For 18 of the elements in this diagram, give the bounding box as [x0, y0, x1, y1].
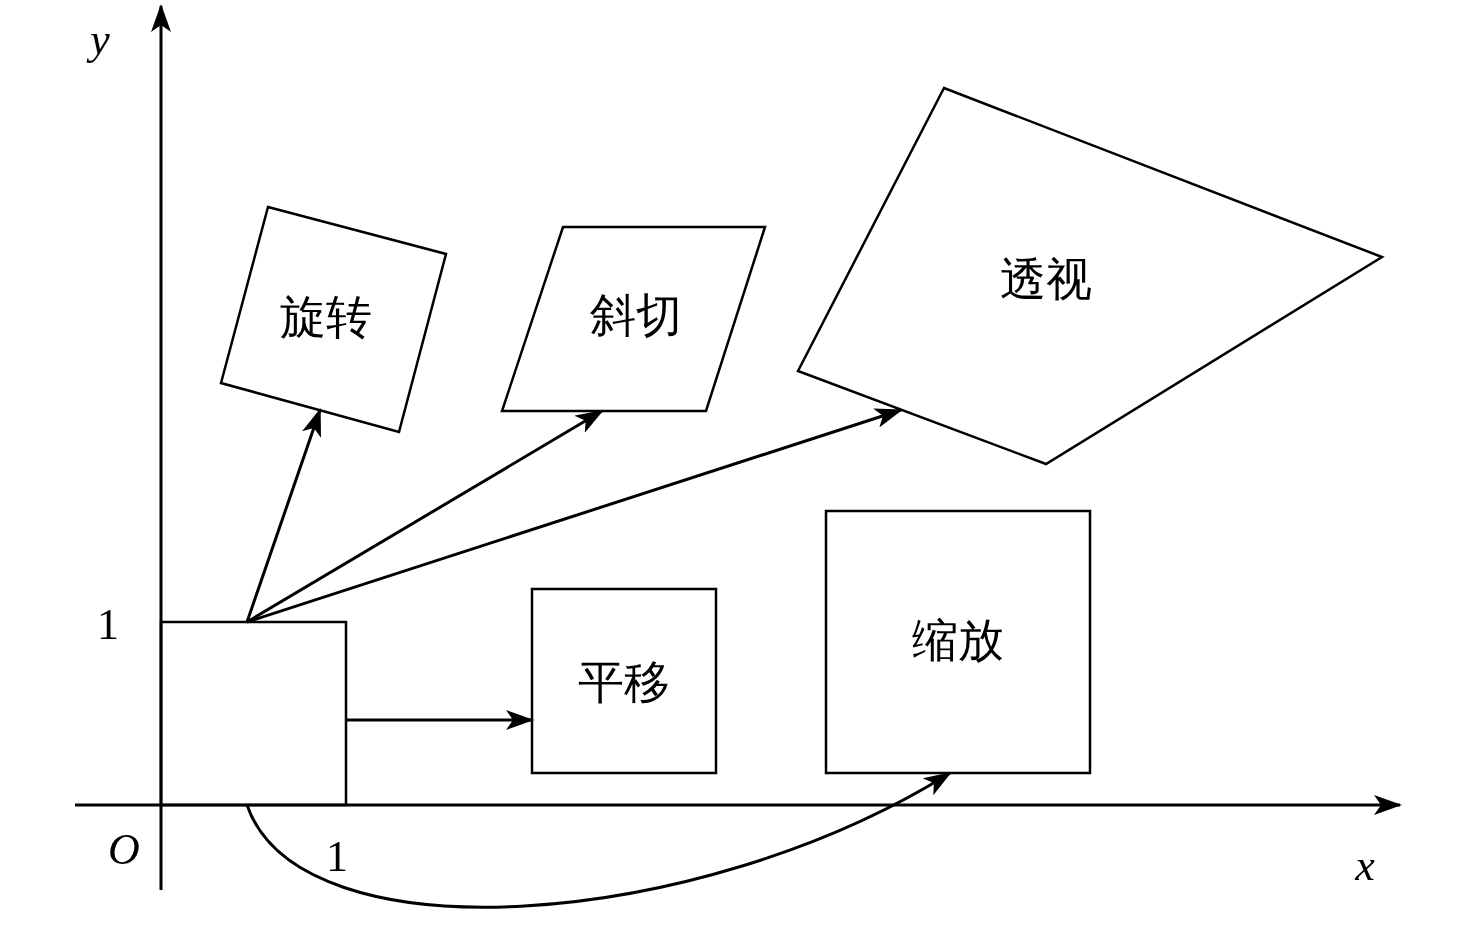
translated-square: [532, 589, 716, 773]
shape-label: 平移: [578, 660, 670, 706]
scaled-square: [826, 511, 1090, 773]
origin-label: O: [108, 828, 140, 872]
shape-label: 透视: [1000, 257, 1092, 303]
arrow: [246, 408, 903, 624]
tick-label: 1: [97, 603, 119, 647]
arrow: [245, 408, 322, 623]
axis-label: x: [1355, 844, 1375, 888]
shape-label: 斜切: [590, 293, 682, 339]
perspective-quadrilateral: [798, 88, 1382, 464]
arrow: [346, 710, 534, 730]
shape-label: 缩放: [912, 618, 1004, 664]
unit-square: [161, 622, 346, 805]
arrow: [245, 771, 952, 909]
shape-label: 旋转: [280, 295, 372, 341]
sheared-parallelogram: [502, 227, 765, 411]
tick-label: 1: [326, 835, 348, 879]
